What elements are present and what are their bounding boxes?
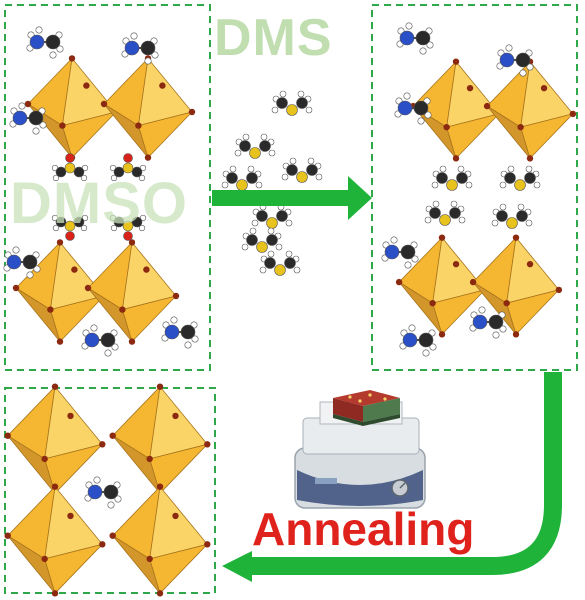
annealing-arrow xyxy=(222,372,562,582)
dms-molecule xyxy=(491,203,533,229)
dms-label: DMS xyxy=(214,9,333,67)
dms-molecule xyxy=(424,200,466,226)
exchange-arrow xyxy=(212,176,372,220)
octahedron-bottom-left xyxy=(395,234,489,338)
methylammonium-molecule xyxy=(9,102,47,135)
dms-molecule xyxy=(241,227,283,253)
methylammonium-molecule xyxy=(394,92,432,125)
dms-molecule xyxy=(431,165,473,191)
octahedron-lower-left xyxy=(4,483,106,597)
dmso-label: DMSO xyxy=(10,171,188,236)
octahedron-upper-left xyxy=(4,383,106,497)
dms-molecule xyxy=(281,157,323,183)
heated-sample xyxy=(333,390,400,426)
dmso-molecule xyxy=(109,214,147,241)
dmso-molecule xyxy=(51,153,89,182)
octahedron-lower-right xyxy=(109,483,211,597)
octahedron-upper-right xyxy=(109,383,211,497)
dms-molecule xyxy=(234,133,276,159)
methylammonium-molecule xyxy=(381,236,419,269)
methylammonium-molecule xyxy=(84,476,122,509)
dms-molecule xyxy=(221,165,263,191)
octahedron-top-right xyxy=(483,58,577,162)
methylammonium-molecule xyxy=(26,26,64,59)
methylammonium-molecule xyxy=(121,32,159,65)
methylammonium-molecule xyxy=(161,316,199,349)
annealing-label: Annealing xyxy=(252,503,475,555)
octahedron-bottom-left xyxy=(12,239,108,345)
octahedron-top-right xyxy=(100,55,196,161)
octahedron-top-left xyxy=(24,55,120,161)
hotplate-icon xyxy=(294,390,426,509)
octahedron-bottom-right xyxy=(84,239,180,345)
methylammonium-molecule xyxy=(496,44,534,77)
dms-molecule xyxy=(251,203,293,229)
dmso-molecule xyxy=(51,214,89,241)
initial-intermediate-panel xyxy=(4,4,211,371)
methylammonium-molecule xyxy=(81,324,119,357)
methylammonium-molecule xyxy=(399,324,437,357)
dms-molecule xyxy=(499,165,541,191)
octahedron-bottom-right xyxy=(469,234,563,338)
dms-molecule xyxy=(271,90,313,116)
methylammonium-molecule xyxy=(396,22,434,55)
dms-molecule xyxy=(259,250,301,276)
dmso-molecule xyxy=(109,153,147,182)
methylammonium-molecule xyxy=(3,246,41,279)
dms-exchanged-panel xyxy=(371,4,578,371)
perovskite-panel xyxy=(4,387,216,594)
methylammonium-molecule xyxy=(469,306,507,339)
